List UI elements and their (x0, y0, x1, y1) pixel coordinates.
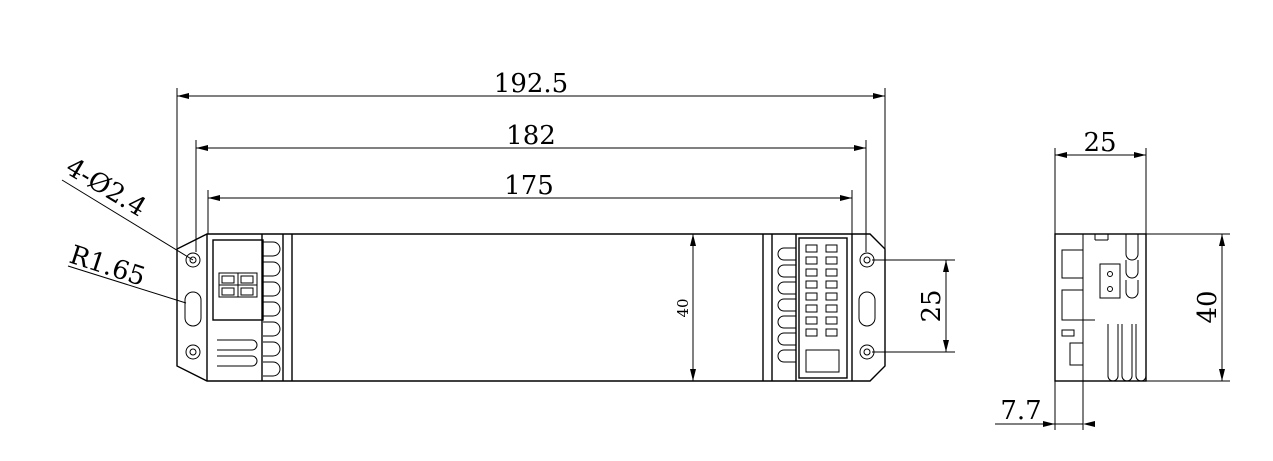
left-fins (217, 241, 281, 377)
front-dimensions: 192.5 182 175 40 25 4-Ø2.4 R1.65 (60, 69, 955, 381)
right-fins (777, 247, 796, 363)
side-connector (1099, 263, 1121, 299)
side-dimensions: 25 40 7.7 (995, 128, 1230, 430)
dim-hole-spacing: 182 (506, 121, 556, 151)
dim-side-width: 25 (1083, 128, 1116, 158)
right-terminal-slots (805, 244, 840, 373)
left-slot (184, 291, 202, 327)
dim-side-offset: 7.7 (1000, 396, 1041, 426)
dim-overall-length: 192.5 (494, 69, 568, 99)
mounting-holes (185, 252, 875, 360)
dim-side-height: 40 (1193, 290, 1223, 323)
side-outline (1054, 233, 1147, 382)
side-fins (1107, 234, 1147, 382)
dim-body-height: 40 (674, 298, 692, 317)
callout-radius: R1.65 (66, 240, 149, 292)
dim-body-length: 175 (504, 171, 554, 201)
dim-mount-hole-spacing: 25 (917, 289, 947, 322)
side-view (1054, 233, 1147, 382)
front-view (176, 233, 886, 382)
right-slot (858, 291, 876, 327)
right-terminal-block (798, 237, 848, 379)
left-terminal-block (212, 239, 264, 321)
front-outline (176, 233, 886, 382)
